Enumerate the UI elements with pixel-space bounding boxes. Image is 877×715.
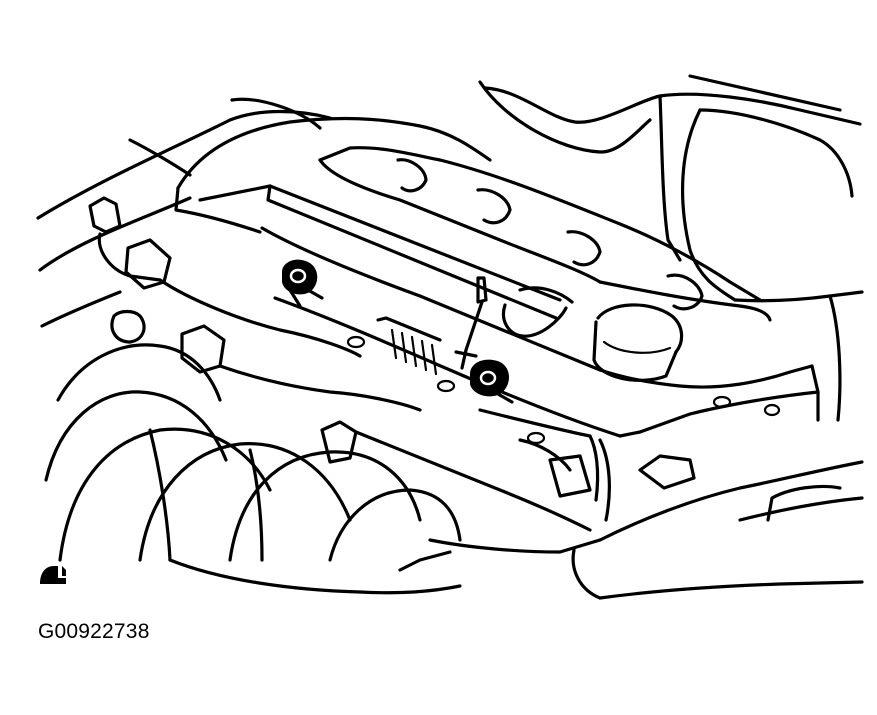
oil-filler-cap bbox=[592, 303, 684, 382]
bolt-holes bbox=[346, 335, 781, 445]
figure-id-label: G00922738 bbox=[38, 620, 150, 643]
highlighted-bolts bbox=[282, 259, 514, 404]
wiring-harness bbox=[88, 196, 422, 412]
cowl-lines bbox=[36, 97, 332, 328]
lower-engine-lines bbox=[320, 408, 864, 600]
ignition-coil-rail bbox=[318, 146, 772, 338]
cylinder-head-cover bbox=[174, 116, 820, 438]
bolt-marker-right bbox=[470, 359, 514, 404]
intake-manifold bbox=[44, 343, 462, 595]
body-panel-lines bbox=[478, 74, 864, 422]
bolt-marker-left bbox=[282, 259, 324, 300]
dipstick bbox=[454, 276, 488, 370]
sealant-icon bbox=[40, 566, 66, 584]
